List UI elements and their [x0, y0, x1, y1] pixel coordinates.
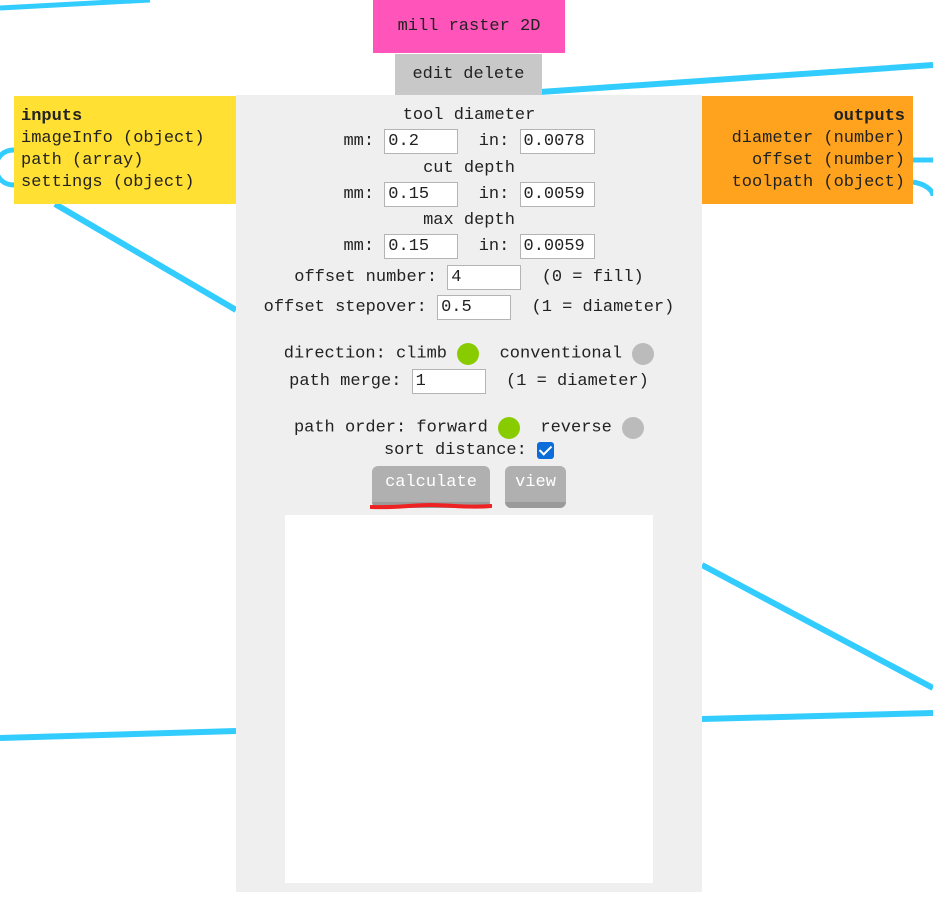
cut-depth-in-input[interactable]: 0.0059: [519, 182, 595, 207]
max-depth-mm-label: mm:: [343, 237, 375, 256]
wire-bottom-left[interactable]: [0, 728, 237, 741]
offset-number-label: offset number:: [294, 268, 438, 287]
max-depth-mm-input[interactable]: 0.15: [384, 234, 459, 259]
sort-distance-row: sort distance:: [236, 441, 702, 461]
sort-distance-checkbox[interactable]: [537, 442, 555, 459]
module-title-text: mill raster 2D: [397, 17, 541, 36]
wire-right-upper-2[interactable]: [912, 179, 933, 197]
input-port-imageinfo[interactable]: imageInfo (object): [21, 129, 205, 148]
direction-climb-label: climb: [395, 344, 447, 364]
cut-depth-in-label: in:: [478, 185, 510, 204]
input-port-path[interactable]: path (array): [21, 151, 144, 170]
sort-distance-label: sort distance:: [383, 441, 527, 460]
path-merge-hint: (1 = diameter): [506, 372, 649, 391]
wire-left-loop[interactable]: [0, 147, 15, 188]
cut-depth-heading: cut depth: [423, 159, 515, 178]
output-port-offset[interactable]: offset (number): [751, 151, 905, 170]
inputs-title: inputs: [21, 107, 83, 126]
module-title[interactable]: mill raster 2D: [373, 0, 565, 53]
input-port-settings[interactable]: settings (object): [21, 173, 195, 192]
tool-diameter-heading: tool diameter: [402, 106, 536, 125]
direction-conventional-radio[interactable]: [632, 343, 655, 365]
inputs-panel: inputs imageInfo (object) path (array) s…: [14, 96, 236, 204]
wire-right-diagonal[interactable]: [700, 562, 933, 691]
wire-bottom-right[interactable]: [701, 710, 933, 722]
wire-left-diagonal[interactable]: [53, 201, 238, 313]
path-order-row: path order: forward reverse: [236, 417, 702, 439]
max-depth-in-label: in:: [478, 237, 510, 256]
path-order-reverse-radio[interactable]: [622, 417, 645, 439]
edit-bar: edit delete: [395, 54, 542, 95]
path-merge-label: path merge:: [289, 372, 402, 391]
cut-depth-mm-input[interactable]: 0.15: [384, 182, 459, 207]
direction-row: direction: climb conventional: [236, 343, 702, 365]
offset-number-hint: (0 = fill): [541, 268, 644, 287]
cut-depth-mm-label: mm:: [343, 185, 375, 204]
path-merge-input[interactable]: 1: [411, 369, 486, 394]
view-button[interactable]: view: [505, 466, 566, 508]
tool-diameter-in-label: in:: [478, 132, 510, 151]
path-order-reverse-label: reverse: [540, 418, 612, 438]
max-depth-in-input[interactable]: 0.0059: [519, 234, 595, 259]
max-depth-row: mm: 0.15 in: 0.0059: [236, 234, 702, 259]
toolpath-preview-canvas[interactable]: [285, 515, 653, 883]
offset-stepover-row: offset stepover: 0.5 (1 = diameter): [236, 295, 702, 320]
output-port-toolpath[interactable]: toolpath (object): [731, 173, 905, 192]
tool-diameter-mm-input[interactable]: 0.2: [384, 129, 459, 154]
tool-diameter-row: mm: 0.2 in: 0.0078: [236, 129, 702, 154]
offset-stepover-label: offset stepover:: [263, 298, 427, 317]
tool-diameter-in-input[interactable]: 0.0078: [519, 129, 595, 154]
path-order-label: path order:: [293, 418, 407, 438]
wire-top-right[interactable]: [539, 62, 933, 95]
offset-number-input[interactable]: 4: [447, 265, 522, 290]
offset-stepover-hint: (1 = diameter): [531, 298, 675, 317]
tool-diameter-mm-label: mm:: [343, 132, 375, 151]
outputs-panel: outputs diameter (number) offset (number…: [701, 96, 913, 204]
direction-climb-radio[interactable]: [457, 343, 480, 365]
cut-depth-row: mm: 0.15 in: 0.0059: [236, 182, 702, 207]
output-port-diameter[interactable]: diameter (number): [731, 129, 905, 148]
max-depth-heading: max depth: [423, 211, 515, 230]
outputs-title: outputs: [833, 107, 905, 126]
path-order-forward-label: forward: [416, 418, 488, 438]
red-underline-annotation: [370, 503, 492, 510]
wire-top-left[interactable]: [0, 0, 151, 11]
offset-stepover-input[interactable]: 0.5: [437, 295, 512, 320]
path-order-forward-radio[interactable]: [498, 417, 520, 439]
direction-label: direction:: [283, 344, 386, 364]
direction-conventional-label: conventional: [499, 344, 623, 364]
offset-number-row: offset number: 4 (0 = fill): [236, 265, 702, 290]
settings-panel: tool diameter mm: 0.2 in: 0.0078 cut dep…: [236, 95, 702, 892]
path-merge-row: path merge: 1 (1 = diameter): [236, 369, 702, 394]
edit-button[interactable]: edit: [412, 65, 454, 84]
delete-button[interactable]: delete: [463, 65, 525, 84]
calculate-button[interactable]: calculate: [372, 466, 490, 508]
